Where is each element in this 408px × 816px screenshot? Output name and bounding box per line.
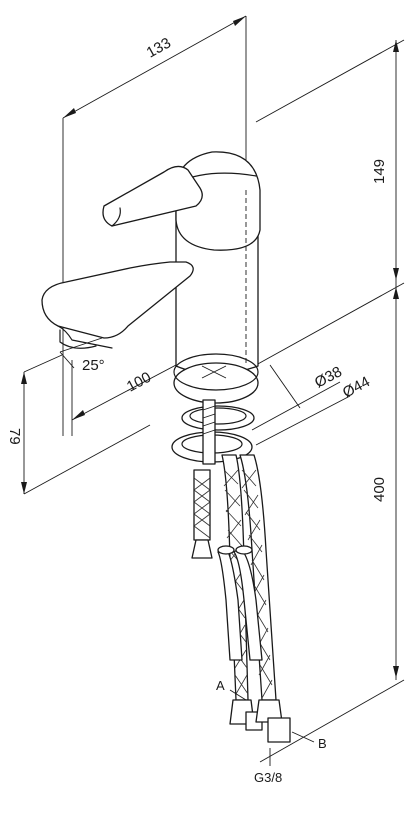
label-leaders xyxy=(59,337,315,766)
hose-b xyxy=(239,454,291,743)
dim-400: 400 xyxy=(371,477,388,502)
label-a: A xyxy=(216,678,225,693)
faucet-body xyxy=(41,151,261,375)
label-g38: G3/8 xyxy=(254,770,282,785)
hose-left-short xyxy=(191,469,213,559)
label-b: B xyxy=(318,736,327,751)
dimension-arrows xyxy=(21,16,399,678)
dim-149: 149 xyxy=(371,159,388,184)
hose-pair-upper xyxy=(217,545,263,661)
dim-133: 133 xyxy=(144,34,174,61)
dim-d44: Ø44 xyxy=(340,373,373,401)
dim-79: 79 xyxy=(6,428,23,445)
mounting-base xyxy=(171,353,259,465)
dim-100: 100 xyxy=(124,369,154,396)
dim-25-deg: 25° xyxy=(82,357,105,374)
